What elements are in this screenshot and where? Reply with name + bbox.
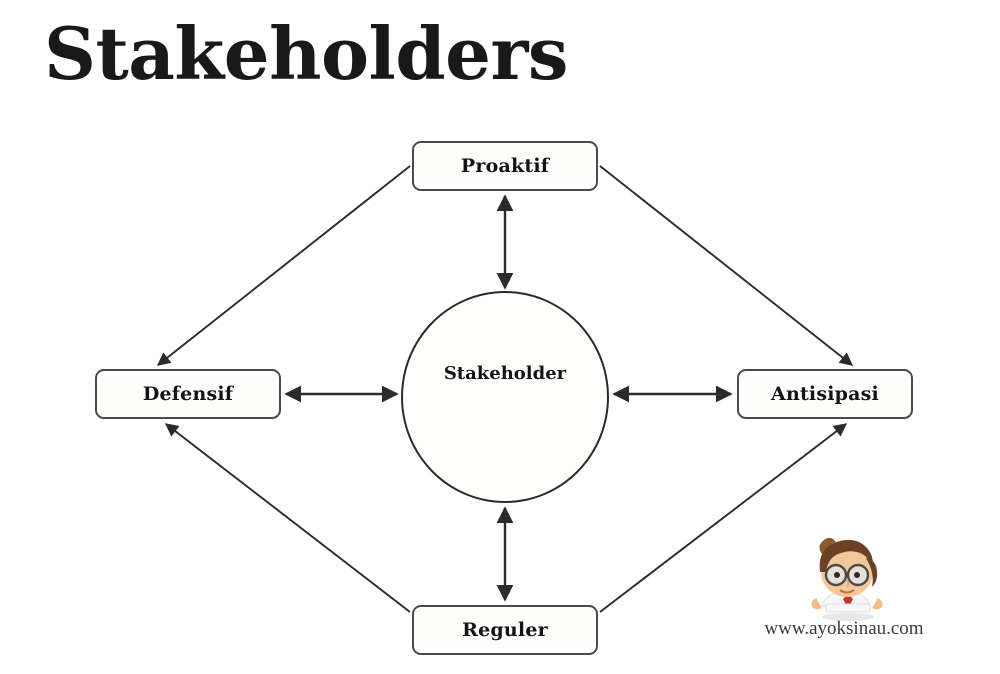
node-antisipasi-label: Antisipasi [771, 383, 879, 405]
node-proaktif-label: Proaktif [460, 155, 550, 177]
page-title: Stakeholders [44, 11, 568, 96]
node-antisipasi[interactable]: Antisipasi [737, 369, 913, 419]
edge-proaktif-to-antisipasi [599, 165, 854, 366]
node-reguler[interactable]: Reguler [412, 605, 598, 655]
site-watermark: www.ayoksinau.com [744, 534, 944, 652]
node-stakeholder-circle[interactable]: Stakeholder [401, 291, 609, 503]
node-stakeholder-label: Stakeholder [443, 362, 567, 384]
node-reguler-label: Reguler [462, 619, 548, 641]
edge-proaktif-to-defensif [156, 165, 411, 366]
watermark-url: www.ayoksinau.com [764, 618, 924, 639]
boy-with-glasses-mascot-icon [811, 537, 883, 621]
edge-reguler-to-antisipasi [599, 423, 848, 613]
node-defensif[interactable]: Defensif [95, 369, 281, 419]
node-proaktif[interactable]: Proaktif [412, 141, 598, 191]
edge-reguler-to-defensif [164, 423, 411, 613]
node-defensif-label: Defensif [142, 383, 234, 405]
